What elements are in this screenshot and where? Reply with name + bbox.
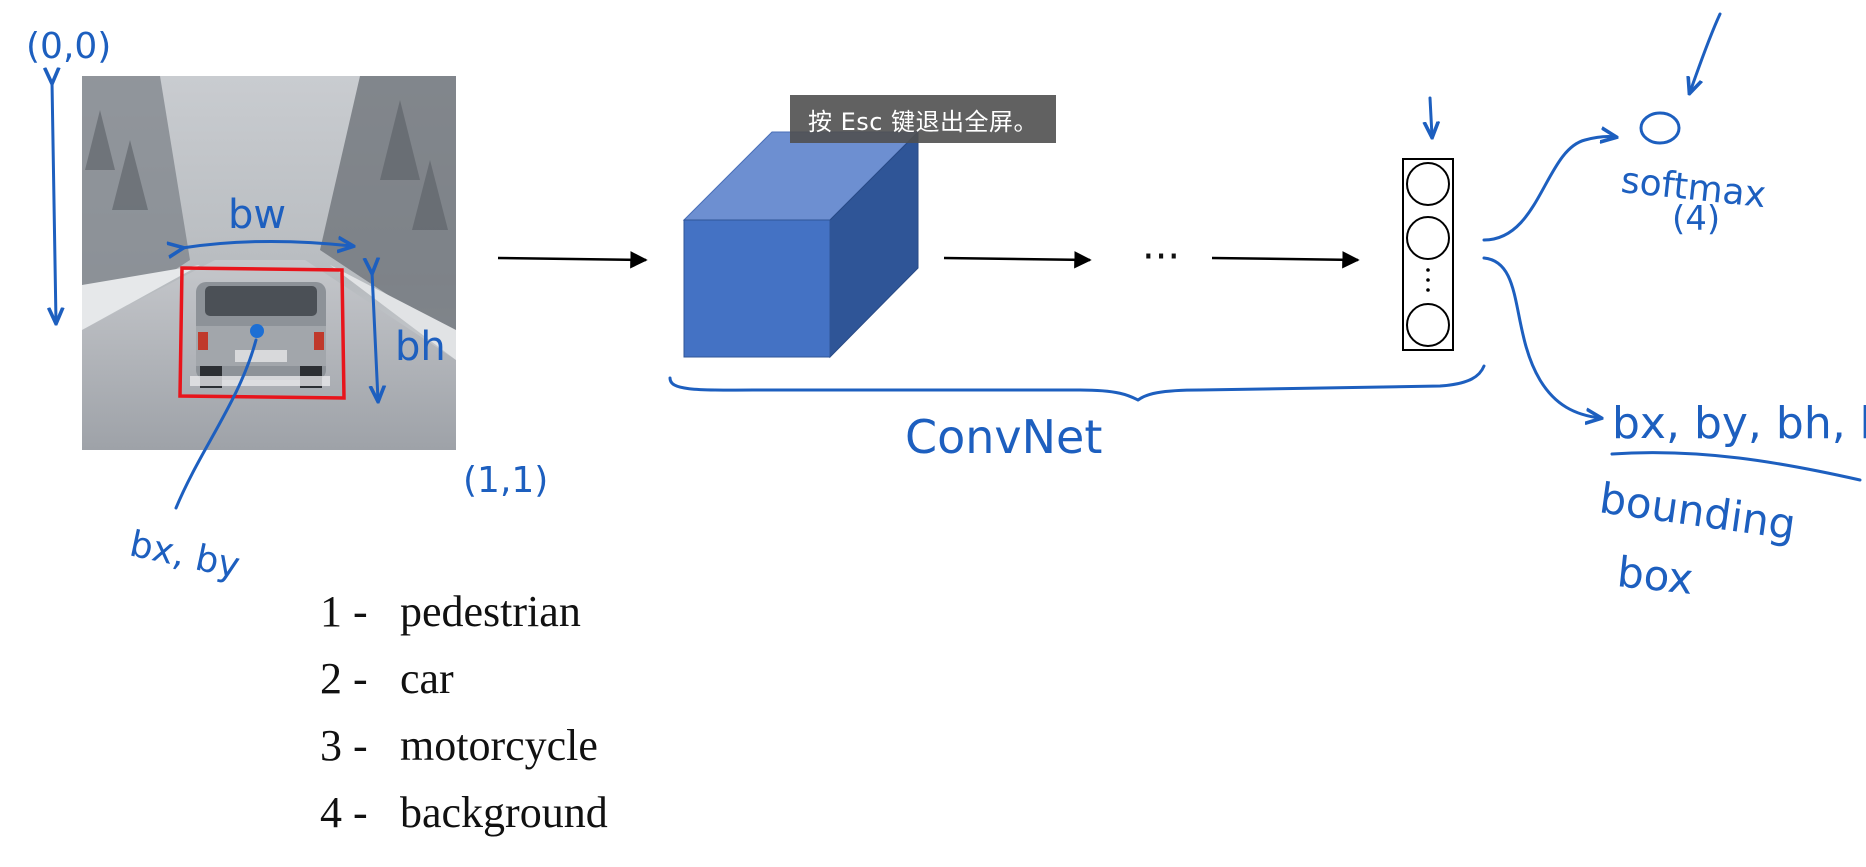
input-arrow <box>497 251 648 269</box>
center-label: bx, by <box>126 524 243 587</box>
bbox-underline <box>1610 451 1862 482</box>
origin-label: (0,0) <box>26 26 111 67</box>
class-number: 4 - <box>320 788 368 837</box>
conv-volume <box>682 130 920 359</box>
class-item: 4 - background <box>320 779 608 846</box>
bbox-caption-bounding: bounding <box>1597 473 1799 549</box>
bw-label: bw <box>228 192 286 238</box>
output-vector <box>1402 158 1454 351</box>
convnet-label: ConvNet <box>905 410 1102 464</box>
bbox-caption-box: box <box>1615 547 1696 604</box>
class-item: 2 - car <box>320 645 608 712</box>
class-name: pedestrian <box>400 587 581 636</box>
softmax-branch <box>1482 136 1615 242</box>
class-item: 1 - pedestrian <box>320 578 608 645</box>
class-list: 1 - pedestrian 2 - car 3 - motorcycle 4 … <box>320 578 608 846</box>
bbox-values: bx, by, bh, bw <box>1612 398 1866 449</box>
class-name: background <box>400 788 608 837</box>
class-number: 2 - <box>320 654 368 703</box>
toast-message: 按 Esc 键退出全屏。 <box>807 107 1039 136</box>
center-point <box>250 324 264 338</box>
layers-ellipsis: ··· <box>1142 234 1180 280</box>
center-pointer-line <box>174 338 258 510</box>
car-photo <box>82 76 456 450</box>
fc-arrow <box>1211 251 1360 269</box>
bh-label: bh <box>395 324 446 370</box>
fullscreen-exit-toast: 按 Esc 键退出全屏。 <box>790 95 1056 143</box>
bounding-box <box>178 266 346 400</box>
corner-label: (1,1) <box>463 460 548 501</box>
class-name: motorcycle <box>400 721 598 770</box>
vector-pointer-arrow <box>1430 96 1432 136</box>
cube-arrow <box>943 251 1092 269</box>
y-axis-arrow <box>52 82 56 322</box>
softmax-count: (4) <box>1672 199 1720 239</box>
bw-arrow <box>182 241 352 248</box>
convnet-brace <box>668 364 1486 402</box>
bh-arrow <box>372 272 378 400</box>
softmax-pointer-arrow <box>1690 12 1722 92</box>
softmax-output-node <box>1639 111 1681 145</box>
bbox-branch <box>1482 256 1600 418</box>
class-item: 3 - motorcycle <box>320 712 608 779</box>
class-number: 1 - <box>320 587 368 636</box>
class-name: car <box>400 654 454 703</box>
class-number: 3 - <box>320 721 368 770</box>
